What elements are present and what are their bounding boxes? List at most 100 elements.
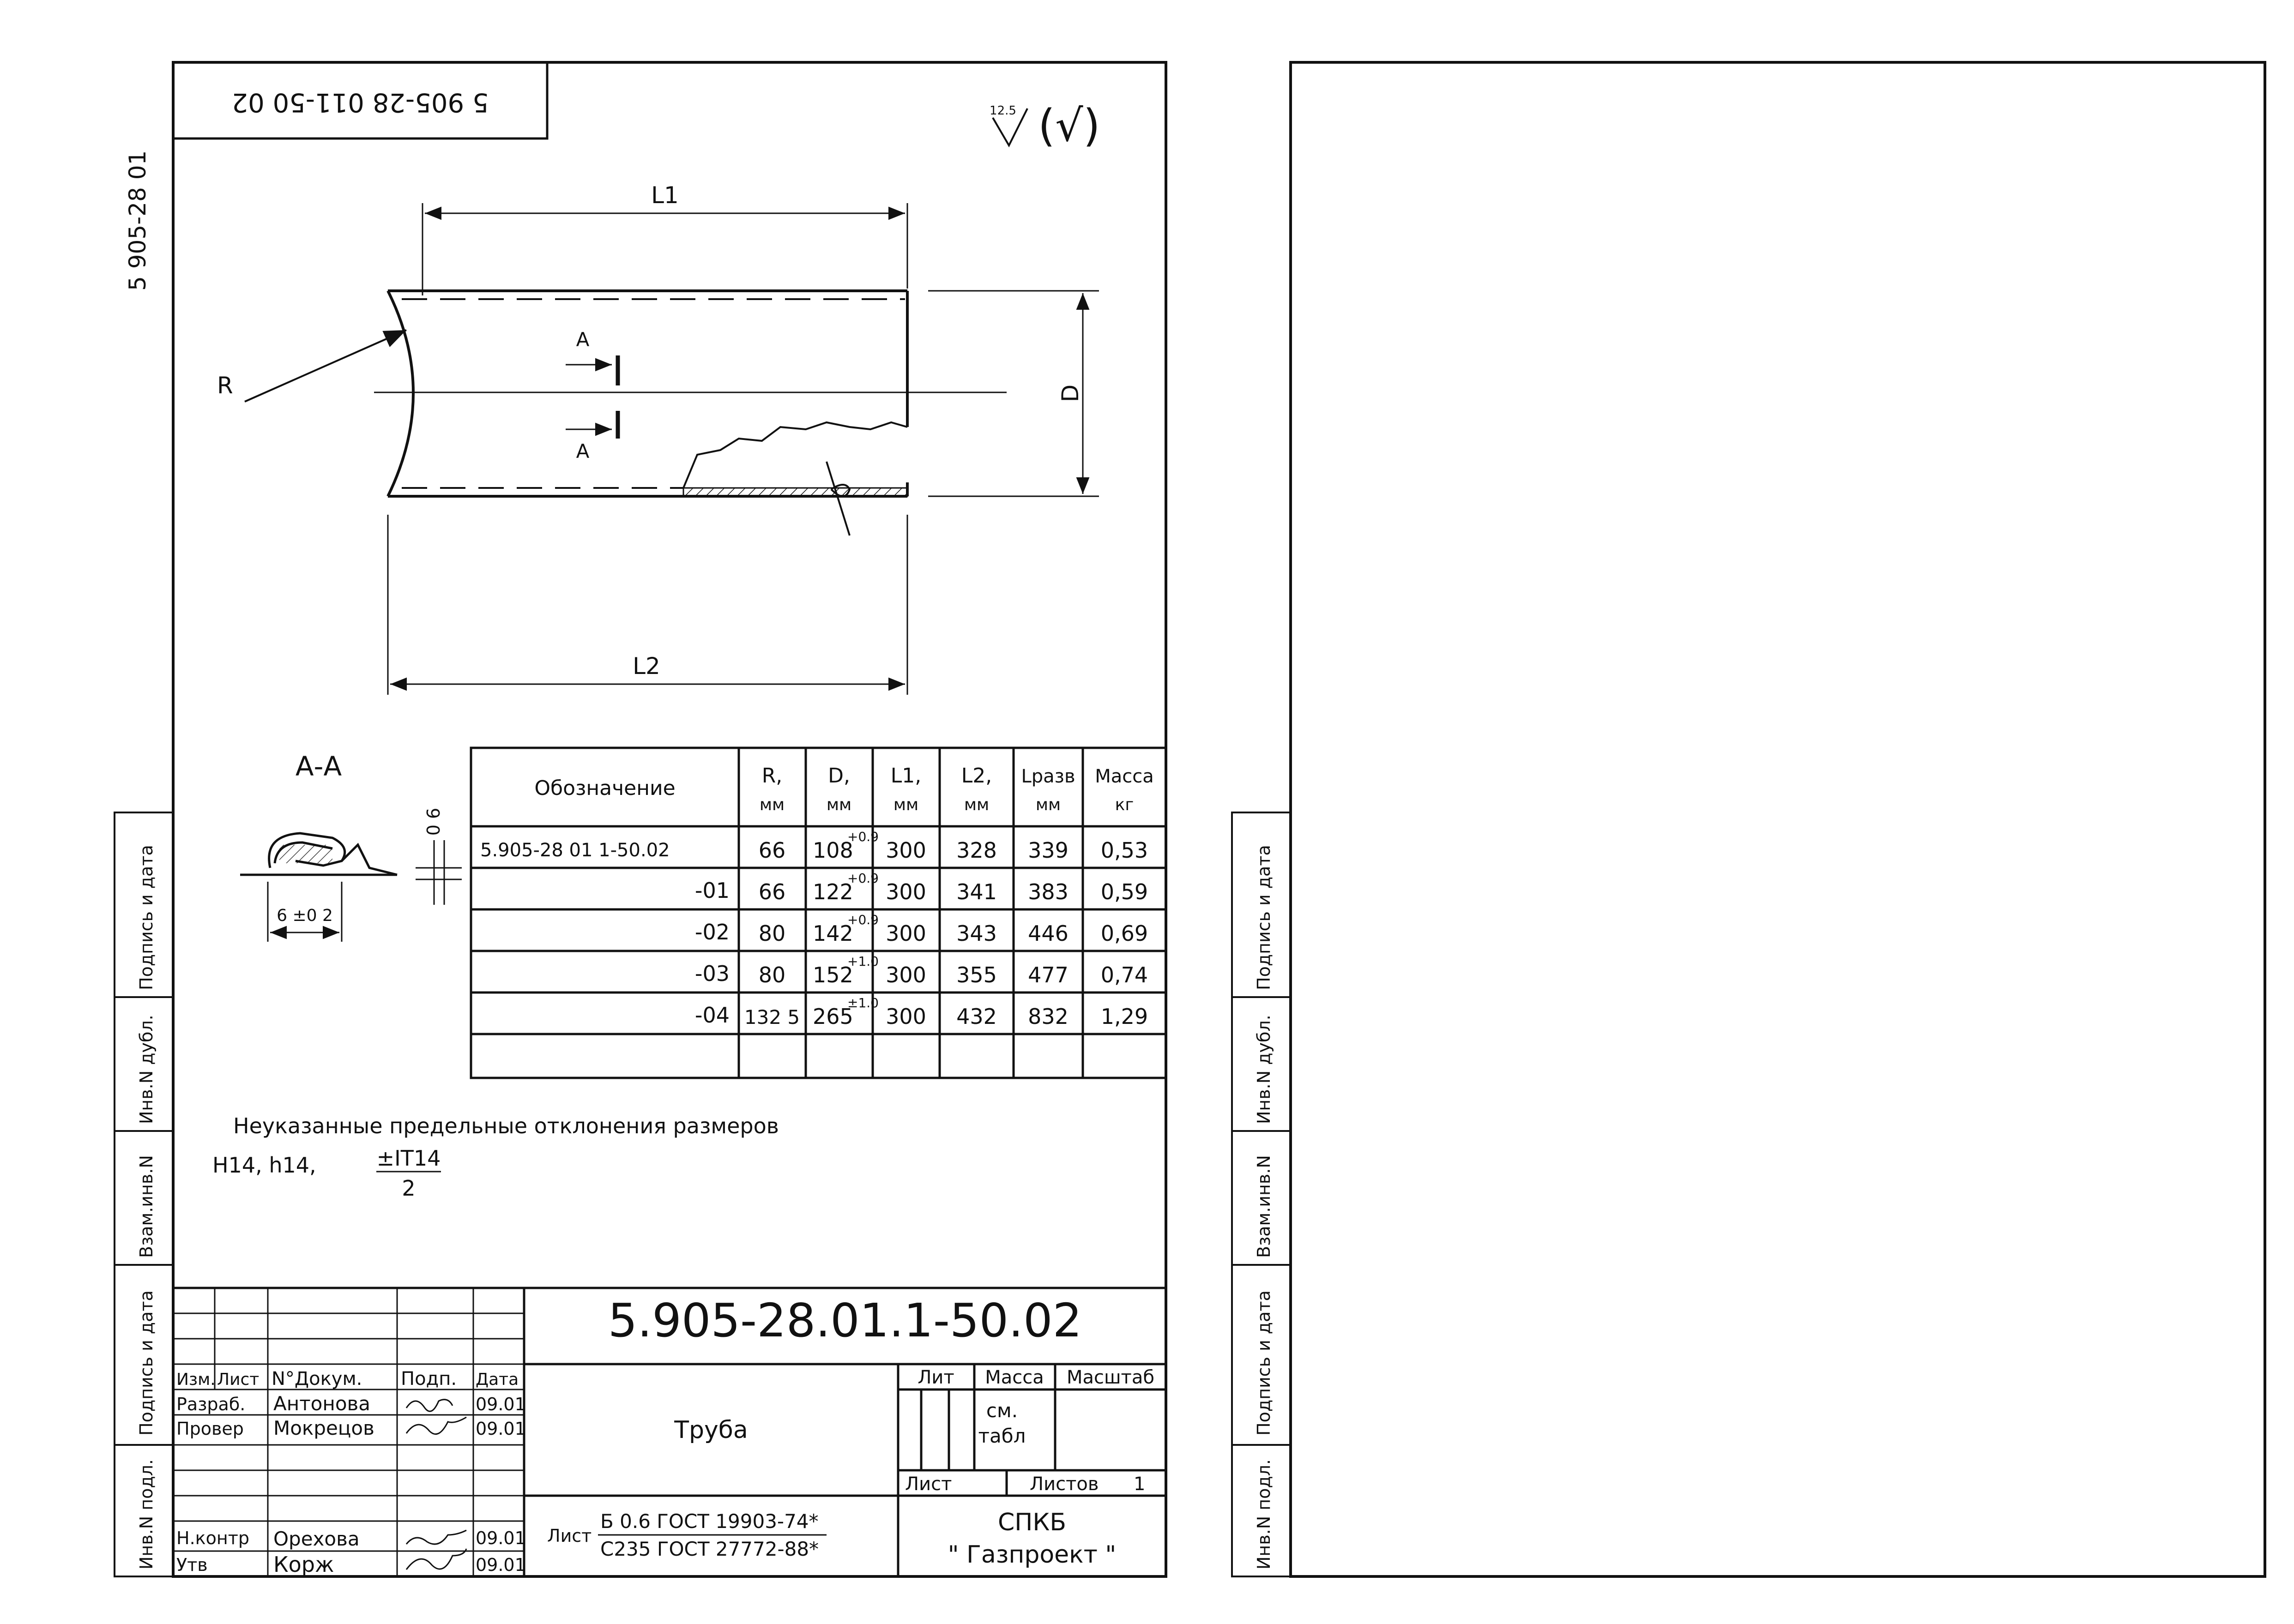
svg-text:+1.0: +1.0 [847, 954, 879, 969]
col-header-list: Лист [217, 1370, 259, 1389]
th-designation: Обозначение [534, 776, 675, 800]
svg-text:80: 80 [759, 921, 786, 946]
side-label-right-3: Взам.инв.N [1254, 1155, 1274, 1258]
svg-text:832: 832 [1028, 1004, 1069, 1029]
svg-text:152: 152 [813, 962, 853, 987]
dim-l1: L1 [651, 182, 679, 209]
svg-text:300: 300 [886, 962, 926, 987]
svg-text:328: 328 [956, 838, 997, 863]
svg-text:1,29: 1,29 [1101, 1004, 1148, 1029]
svg-text:-03: -03 [695, 961, 730, 986]
col-header-sign: Подп. [401, 1368, 457, 1389]
section-dim-width: 6 ±0 2 [277, 906, 333, 925]
left-sheet: Инв.N подл. Подпись и дата Взам.инв.N Ин… [114, 61, 1167, 1578]
note-frac-den: 2 [402, 1176, 415, 1201]
side-strip-right [1231, 812, 1292, 1577]
mass-value-2: табл [978, 1425, 1026, 1447]
svg-text:66: 66 [759, 838, 786, 863]
svg-text:300: 300 [886, 921, 926, 946]
role-developer: Разраб. [176, 1394, 245, 1414]
svg-text:446: 446 [1028, 921, 1069, 946]
col-header-date: Дата [476, 1370, 519, 1389]
table-row: -04 132 5 265 ±1.0 300 432 832 1,29 [695, 995, 1148, 1029]
th-lraz: Lразв [1021, 766, 1075, 787]
svg-text:355: 355 [956, 962, 997, 987]
table-row: -01 66 122 +0.9 300 341 383 0,59 [695, 871, 1148, 904]
th-lraz-unit: мм [1036, 795, 1061, 814]
svg-text:0,59: 0,59 [1101, 879, 1148, 904]
org-1: СПКБ [998, 1509, 1066, 1536]
spec-table: Обозначение R, мм D, мм L1, мм L2, мм Lр… [470, 746, 1167, 1079]
pipe-view: A A R L1 L2 D [217, 182, 1099, 695]
material-1: Б 0.6 ГОСТ 19903-74* [600, 1510, 819, 1533]
top-stamp: 5 905-28 011-50 02 [232, 87, 489, 117]
svg-text:12.5: 12.5 [990, 104, 1016, 118]
svg-text:477: 477 [1028, 962, 1069, 987]
side-label-right-2: Подпись и дата [1254, 1290, 1274, 1436]
svg-text:-02: -02 [695, 920, 730, 944]
date-norm-control: 09.01 [476, 1528, 526, 1548]
side-label-2: Подпись и дата [136, 1290, 157, 1436]
sheet-label: Лист [905, 1474, 952, 1495]
side-label-1: Инв.N подл. [136, 1459, 157, 1570]
roughness-symbol: 12.5 (√) [990, 101, 1100, 151]
note-line-2: H14, h14, [212, 1153, 316, 1178]
signatures [405, 1399, 467, 1570]
svg-text:339: 339 [1028, 838, 1069, 863]
name-approver: Корж [273, 1552, 334, 1577]
svg-text:343: 343 [956, 921, 997, 946]
side-label-right-1: Инв.N подл. [1254, 1459, 1274, 1570]
role-checker: Провер [176, 1419, 244, 1439]
section-view: А-А 6 ±0 2 0 6 [240, 751, 462, 942]
th-l1: L1, [891, 764, 922, 788]
svg-text:+0.9: +0.9 [847, 829, 879, 844]
scale-label: Масштаб [1067, 1367, 1154, 1388]
date-checker: 09.01 [476, 1419, 526, 1439]
name-checker: Мокрецов [273, 1417, 374, 1439]
th-l2: L2, [961, 764, 992, 788]
part-title: Труба [674, 1416, 748, 1444]
svg-text:132 5: 132 5 [744, 1006, 800, 1029]
sheets-label: Листов [1030, 1474, 1099, 1495]
svg-text:0,74: 0,74 [1101, 962, 1148, 987]
designation: 5.905-28.01.1-50.02 [608, 1293, 1082, 1347]
table-row: 5.905-28 01 1-50.02 66 108 +0.9 300 328 … [480, 829, 1148, 863]
note-line-1: Неуказанные предельные отклонения размер… [233, 1113, 779, 1138]
side-label-5: Подпись и дата [136, 845, 157, 990]
section-mark-bottom: A [576, 440, 590, 463]
svg-text:300: 300 [886, 838, 926, 863]
col-header-doc: N°Докум. [272, 1368, 362, 1389]
top-stamp-box [172, 61, 549, 140]
section-dim-thickness: 0 6 [423, 808, 444, 836]
svg-text:341: 341 [956, 879, 997, 904]
svg-text:-01: -01 [695, 878, 730, 903]
svg-text:432: 432 [956, 1004, 997, 1029]
role-norm-control: Н.контр [176, 1528, 249, 1548]
svg-text:80: 80 [759, 962, 786, 987]
org-2: " Газпроект " [948, 1541, 1117, 1569]
side-strip [114, 812, 174, 1577]
notes: Неуказанные предельные отклонения размер… [212, 1113, 779, 1201]
svg-text:66: 66 [759, 879, 786, 904]
svg-text:0,69: 0,69 [1101, 921, 1148, 946]
side-label-3: Взам.инв.N [136, 1155, 157, 1258]
blank-sheet-frame [1289, 61, 2266, 1578]
side-label-right-5: Подпись и дата [1254, 845, 1274, 990]
svg-text:108: 108 [813, 838, 853, 863]
svg-text:0,53: 0,53 [1101, 838, 1148, 863]
right-sheet: Инв.N подл. Подпись и дата Взам.инв.N Ин… [1231, 61, 2266, 1578]
material-label: Лист [547, 1526, 592, 1546]
side-label-4: Инв.N дубл. [136, 1015, 157, 1124]
svg-text:-04: -04 [695, 1003, 730, 1028]
lit-label: Лит [918, 1367, 954, 1388]
dim-d: D [1057, 385, 1084, 403]
table-row: -02 80 142 +0.9 300 343 446 0,69 [695, 912, 1148, 946]
svg-text:122: 122 [813, 879, 853, 904]
svg-text:±1.0: ±1.0 [847, 995, 879, 1010]
mass-label: Масса [985, 1367, 1044, 1388]
date-approver: 09.01 [476, 1555, 526, 1575]
sheets-count: 1 [1134, 1474, 1145, 1495]
material-2: С235 ГОСТ 27772-88* [600, 1538, 819, 1560]
note-frac-num: ±IT14 [377, 1146, 441, 1171]
